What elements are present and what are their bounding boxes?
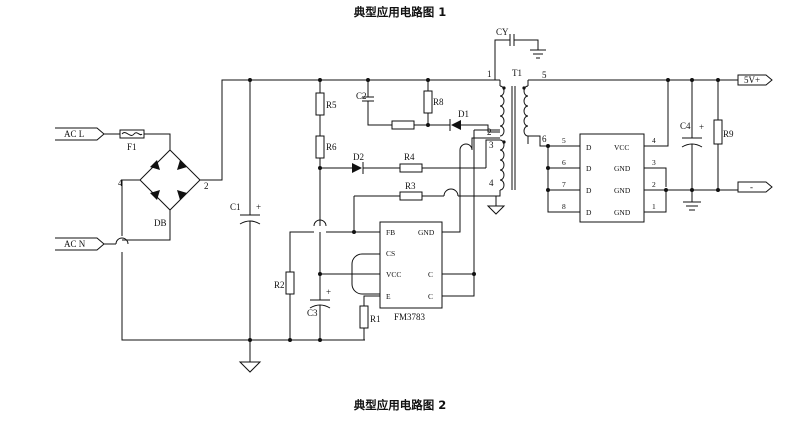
svg-text:C1: C1 — [230, 202, 241, 212]
output-minus-terminal: - — [737, 181, 773, 193]
svg-text:T1: T1 — [512, 68, 522, 78]
svg-text:D: D — [586, 164, 592, 173]
svg-text:5V+: 5V+ — [744, 75, 760, 85]
capacitor-c3: C3 + — [307, 274, 331, 340]
svg-text:6: 6 — [562, 158, 566, 167]
ic-synchronous-rectifier: D D D D 5 6 7 8 VCC GND GND GND 4 3 2 1 — [562, 133, 656, 223]
svg-text:DB: DB — [154, 218, 167, 228]
resistor-r2: R2 — [274, 271, 295, 295]
svg-text:+: + — [699, 122, 704, 132]
svg-text:R5: R5 — [326, 100, 337, 110]
svg-text:+: + — [326, 287, 331, 297]
svg-text:AC L: AC L — [64, 129, 84, 139]
capacitor-c1: C1 + — [230, 80, 261, 340]
svg-text:5: 5 — [562, 136, 566, 145]
svg-text:VCC: VCC — [614, 143, 629, 152]
svg-text:4: 4 — [652, 136, 656, 145]
svg-text:R2: R2 — [274, 280, 285, 290]
svg-text:3: 3 — [652, 158, 656, 167]
svg-text:D2: D2 — [353, 152, 364, 162]
resistor-r3: R3 — [399, 181, 423, 201]
svg-text:1: 1 — [652, 202, 656, 211]
svg-text:FM3783: FM3783 — [394, 312, 426, 322]
ground-secondary — [683, 190, 701, 211]
svg-text:GND: GND — [614, 186, 631, 195]
resistor-r4: R4 — [399, 152, 423, 173]
svg-text:CY: CY — [496, 27, 509, 37]
diagram-title-top: 典型应用电路图 1 — [354, 5, 447, 19]
svg-text:D1: D1 — [458, 109, 469, 119]
svg-text:4: 4 — [118, 178, 123, 188]
diode-d2: D2 — [352, 152, 364, 174]
svg-text:C: C — [428, 270, 433, 279]
ac-n-terminal: AC N — [55, 237, 105, 251]
transformer-t1: T1 1 2 3 4 5 6 — [487, 68, 547, 191]
svg-text:C4: C4 — [680, 121, 691, 131]
resistor-r9: R9 — [713, 80, 734, 190]
svg-text:7: 7 — [562, 180, 566, 189]
svg-text:VCC: VCC — [386, 270, 401, 279]
svg-text:8: 8 — [562, 202, 566, 211]
svg-text:5: 5 — [542, 70, 547, 80]
svg-text:GND: GND — [614, 208, 631, 217]
svg-text:CS: CS — [386, 249, 395, 258]
svg-text:R1: R1 — [370, 314, 381, 324]
svg-text:R4: R4 — [404, 152, 415, 162]
diagram-title-bottom: 典型应用电路图 2 — [354, 398, 447, 412]
svg-text:2: 2 — [204, 181, 209, 191]
svg-text:GND: GND — [614, 164, 631, 173]
svg-text:D: D — [586, 143, 592, 152]
output-5v-terminal: 5V+ — [737, 74, 773, 86]
svg-text:-: - — [750, 182, 753, 192]
svg-text:AC N: AC N — [64, 239, 86, 249]
ac-l-terminal: AC L — [55, 127, 105, 141]
svg-text:R3: R3 — [405, 181, 416, 191]
svg-text:2: 2 — [652, 180, 656, 189]
bridge-rectifier-db: DB 4 2 — [118, 149, 209, 228]
svg-text:C: C — [428, 292, 433, 301]
svg-text:1: 1 — [487, 69, 492, 79]
resistor-r8: R8 — [423, 80, 444, 125]
capacitor-c2: C2 — [356, 80, 392, 126]
svg-text:2: 2 — [487, 127, 492, 137]
svg-text:F1: F1 — [127, 142, 137, 152]
svg-text:GND: GND — [418, 228, 435, 237]
svg-text:R8: R8 — [433, 97, 444, 107]
resistor-r7 — [391, 120, 415, 130]
svg-text:C2: C2 — [356, 91, 367, 101]
svg-text:6: 6 — [542, 134, 547, 144]
svg-text:R9: R9 — [723, 129, 734, 139]
svg-text:FB: FB — [386, 228, 395, 237]
svg-text:+: + — [256, 202, 261, 212]
resistor-r5: R5 — [315, 80, 337, 116]
svg-text:R6: R6 — [326, 142, 337, 152]
svg-text:D: D — [586, 186, 592, 195]
svg-text:3: 3 — [489, 140, 494, 150]
capacitor-cy: CY — [494, 27, 546, 80]
diode-d1: D1 — [449, 109, 469, 131]
resistor-r6: R6 — [315, 135, 337, 159]
ground-primary — [238, 340, 262, 373]
svg-text:E: E — [386, 292, 391, 301]
svg-text:C3: C3 — [307, 308, 318, 318]
svg-text:4: 4 — [489, 178, 494, 188]
capacitor-c4: C4 + — [680, 80, 704, 190]
resistor-r1: R1 — [359, 305, 381, 329]
svg-text:D: D — [586, 208, 592, 217]
ic-fm3783: FB GND CS VCC C E C FM3783 — [379, 221, 443, 322]
fuse-f1: F1 — [119, 129, 145, 152]
